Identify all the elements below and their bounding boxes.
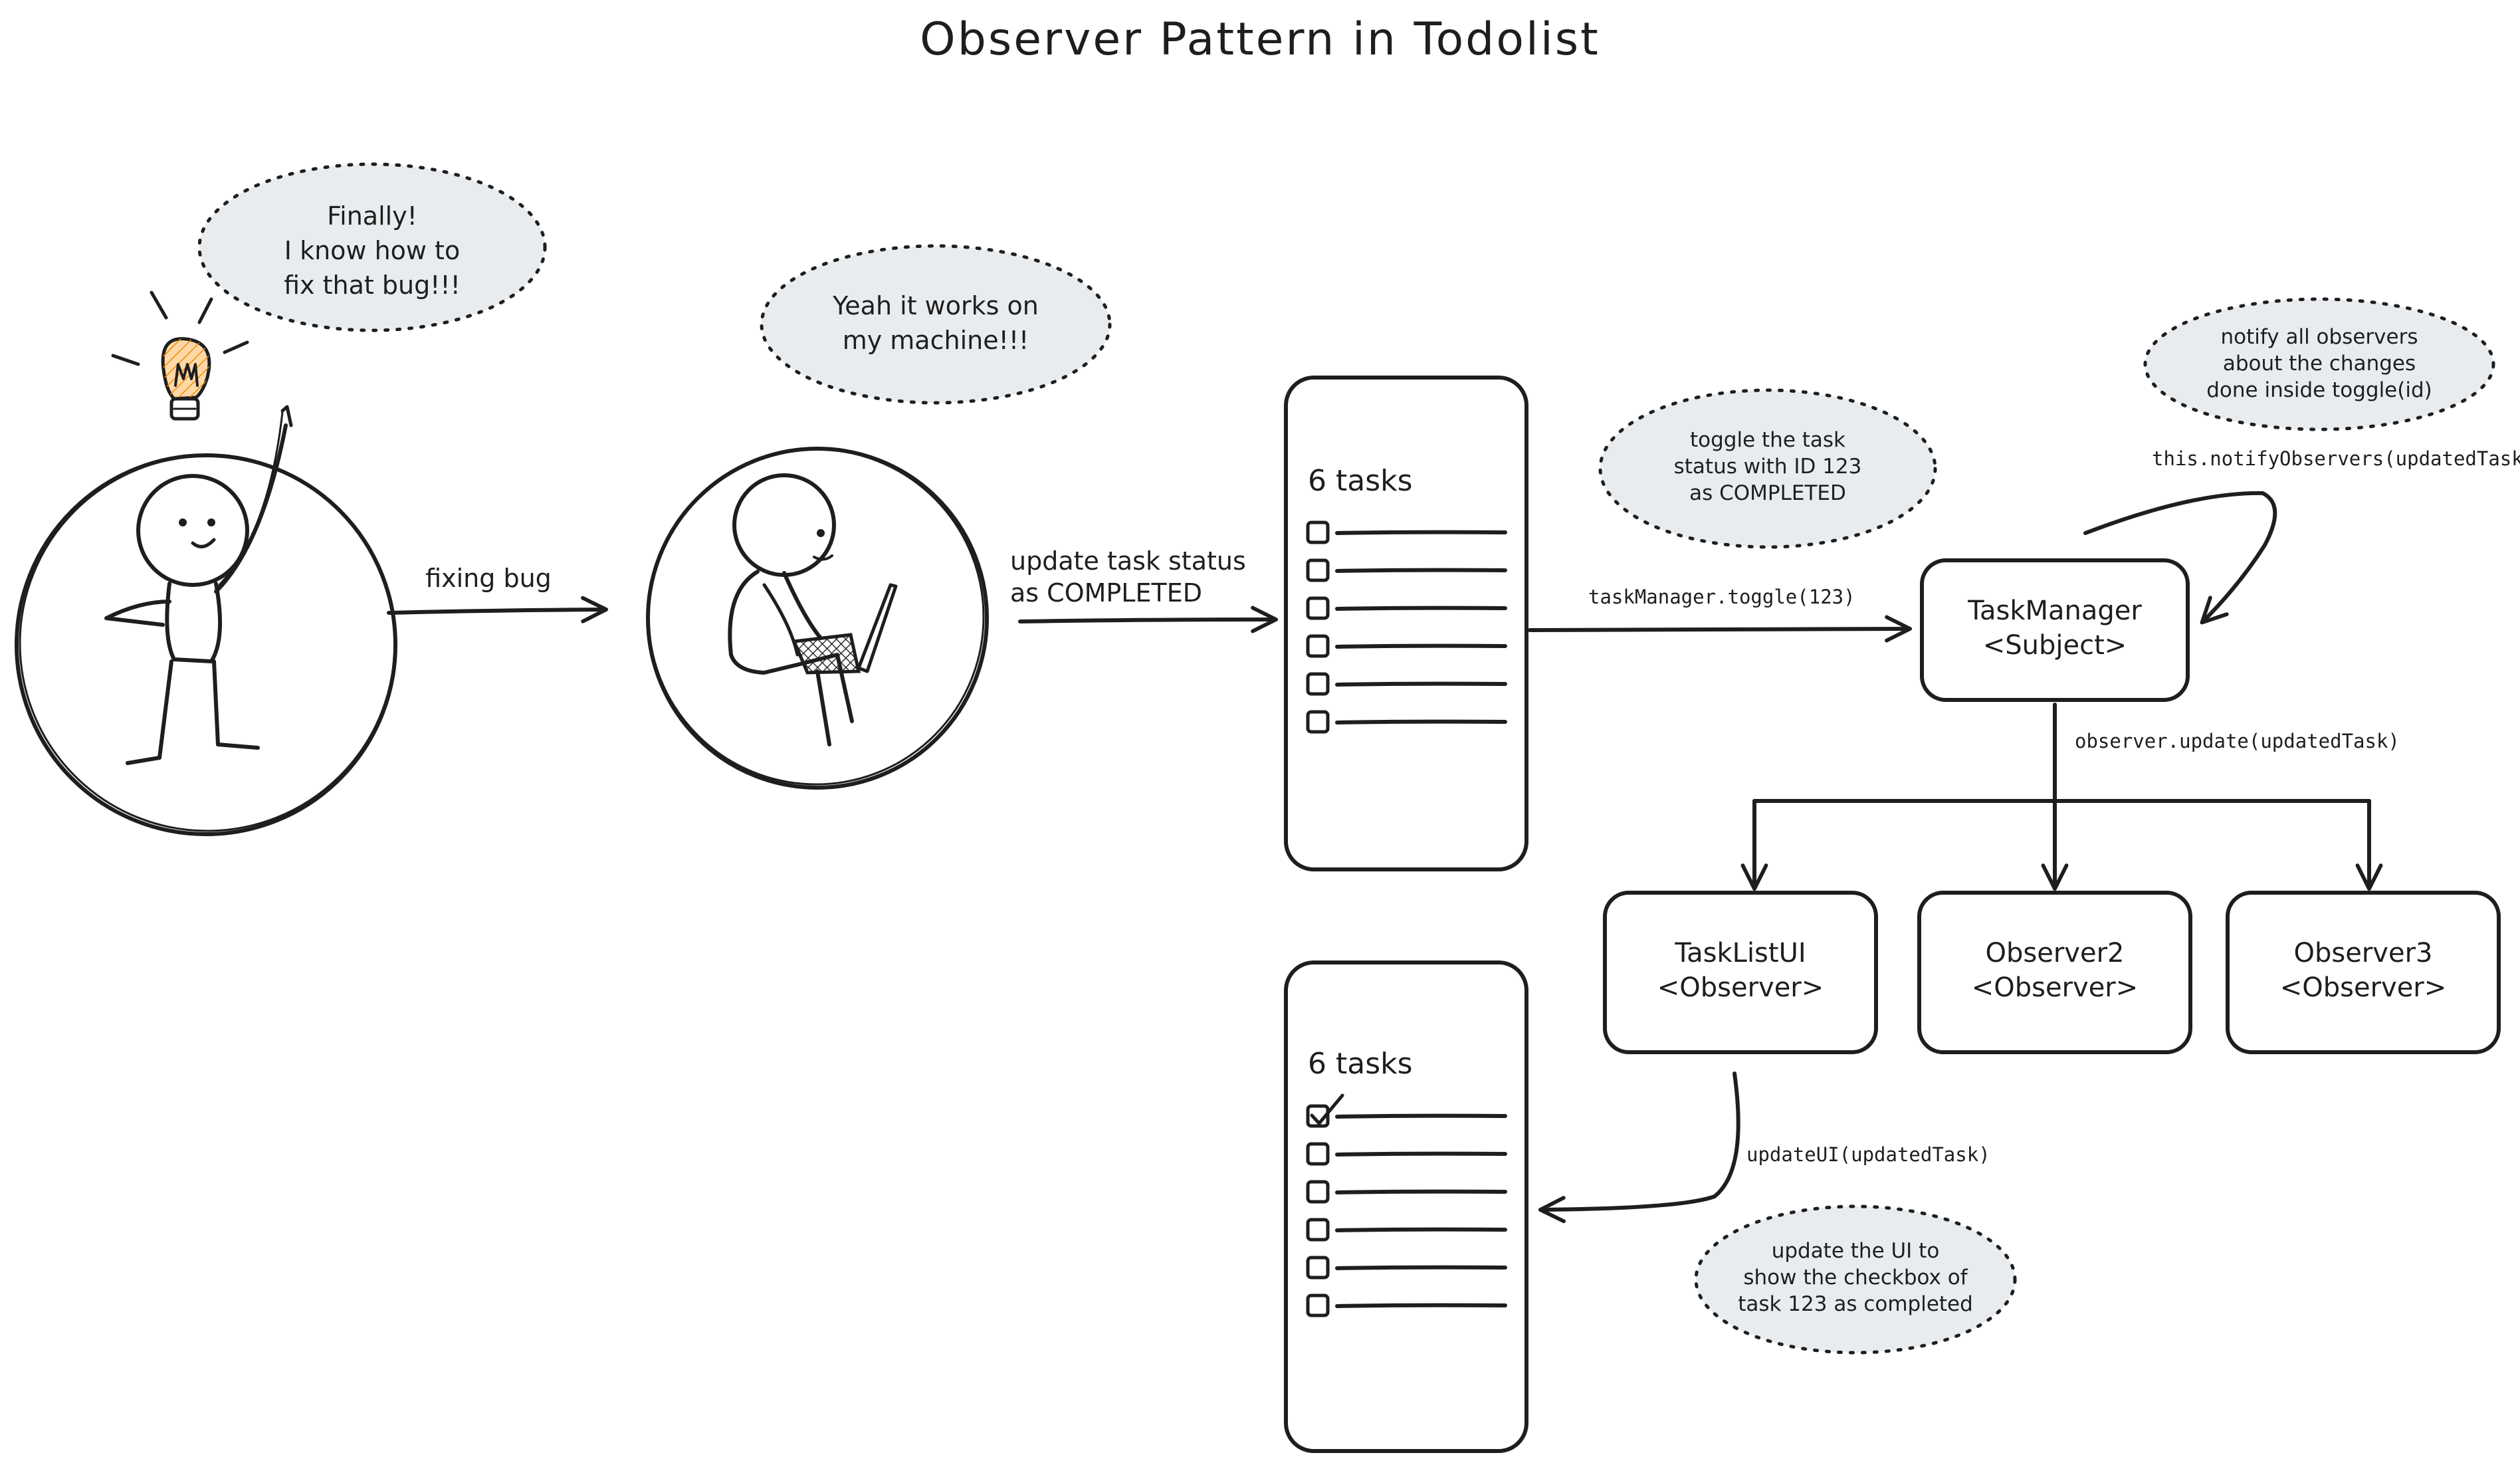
checkbox-icon bbox=[1306, 710, 1330, 734]
laptop-icon bbox=[791, 583, 898, 675]
label-update-ui-call: updateUI(updatedTask) bbox=[1746, 1143, 1990, 1166]
bubble-notify-line-1: notify all observers bbox=[2221, 325, 2418, 349]
task-row bbox=[1306, 1256, 1507, 1280]
task-row bbox=[1306, 1142, 1507, 1166]
bubble-finally-line-2: I know how to bbox=[284, 236, 460, 265]
task-line bbox=[1335, 643, 1507, 649]
bubble-toggle-line-1: toggle the task bbox=[1690, 428, 1845, 452]
bubble-finally-line-1: Finally! bbox=[327, 201, 417, 231]
task-line bbox=[1335, 1151, 1507, 1157]
checkbox-icon bbox=[1306, 1142, 1330, 1166]
checkbox-icon bbox=[1306, 558, 1330, 582]
bubble-toggle-line-2: status with ID 123 bbox=[1674, 455, 1862, 479]
task-card-title: 6 tasks bbox=[1308, 1047, 1413, 1081]
label-notify-call: this.notifyObservers(updatedTask) bbox=[2152, 447, 2520, 470]
observer2-role: <Observer> bbox=[1972, 972, 2139, 1003]
bubble-finally-line-3: fix that bug!!! bbox=[284, 271, 461, 300]
arrow-notify-observers: this.notifyObservers(updatedTask) bbox=[2083, 447, 2520, 625]
arrow-toggle-call: taskManager.toggle(123) bbox=[1528, 586, 1913, 643]
bubble-works-line-2: my machine!!! bbox=[843, 326, 1029, 355]
task-list-ui-title: TaskListUI bbox=[1674, 938, 1806, 968]
task-line bbox=[1335, 681, 1507, 687]
label-toggle-call: taskManager.toggle(123) bbox=[1588, 586, 1855, 608]
arrow-update-task-status: update task status as COMPLETED bbox=[1010, 546, 1279, 633]
developer-with-lightbulb-icon bbox=[15, 405, 397, 836]
thought-bubble-works: Yeah it works on my machine!!! bbox=[760, 244, 1112, 405]
bubble-works-line-1: Yeah it works on bbox=[832, 291, 1039, 320]
task-row bbox=[1306, 558, 1507, 582]
thought-bubble-toggle: toggle the task status with ID 123 as CO… bbox=[1598, 388, 1937, 549]
task-row bbox=[1306, 672, 1507, 696]
task-manager-title: TaskManager bbox=[1967, 596, 2142, 626]
task-list-ui-node: TaskListUI <Observer> bbox=[1603, 891, 1878, 1054]
checkbox-icon bbox=[1306, 596, 1330, 620]
observer3-node: Observer3 <Observer> bbox=[2226, 891, 2501, 1054]
task-manager-role: <Subject> bbox=[1983, 630, 2127, 661]
task-row bbox=[1306, 1293, 1507, 1317]
label-fixing-bug: fixing bug bbox=[425, 564, 552, 593]
task-list-ui-role: <Observer> bbox=[1657, 972, 1824, 1003]
bubble-update-ui-line-3: task 123 as completed bbox=[1738, 1292, 1973, 1316]
task-row bbox=[1306, 710, 1507, 734]
checkbox-icon bbox=[1306, 1293, 1330, 1317]
task-line bbox=[1335, 719, 1507, 725]
diagram-title: Observer Pattern in Todolist bbox=[920, 13, 1600, 66]
task-list bbox=[1306, 1093, 1507, 1317]
task-row bbox=[1306, 520, 1507, 544]
bubble-notify-line-3: done inside toggle(id) bbox=[2206, 378, 2432, 402]
thought-bubble-finally: Finally! I know how to fix that bug!!! bbox=[197, 162, 547, 332]
task-line bbox=[1335, 530, 1507, 535]
checkmark-icon bbox=[1310, 1093, 1344, 1125]
task-manager-node: TaskManager <Subject> bbox=[1920, 558, 2190, 702]
observer2-title: Observer2 bbox=[1986, 938, 2125, 968]
observer2-node: Observer2 <Observer> bbox=[1917, 891, 2192, 1054]
checkbox-icon bbox=[1306, 672, 1330, 696]
task-line bbox=[1335, 606, 1507, 611]
bubble-notify-line-2: about the changes bbox=[2223, 352, 2416, 376]
arrow-update-ui: updateUI(updatedTask) bbox=[1538, 1071, 1990, 1224]
task-line bbox=[1335, 1303, 1507, 1308]
bubble-update-ui-line-2: show the checkbox of bbox=[1743, 1266, 1968, 1290]
bubble-update-ui-line-1: update the UI to bbox=[1772, 1239, 1940, 1263]
task-line bbox=[1335, 1113, 1507, 1119]
lightbulb-icon bbox=[111, 290, 249, 421]
checkbox-icon bbox=[1306, 520, 1330, 544]
task-row bbox=[1306, 596, 1507, 620]
label-update-status-line-2: as COMPLETED bbox=[1010, 578, 1202, 608]
checkbox-icon bbox=[1306, 1180, 1330, 1204]
developer-with-laptop-icon bbox=[646, 447, 989, 790]
observer3-title: Observer3 bbox=[2294, 938, 2433, 968]
task-line bbox=[1335, 568, 1507, 573]
task-card-before: 6 tasks bbox=[1284, 376, 1528, 871]
checkbox-icon bbox=[1306, 1256, 1330, 1280]
bubble-toggle-line-3: as COMPLETED bbox=[1689, 481, 1846, 505]
label-update-status-line-1: update task status bbox=[1010, 546, 1246, 576]
checkbox-icon bbox=[1306, 634, 1330, 658]
label-update-call: observer.update(updatedTask) bbox=[2075, 730, 2400, 752]
task-row bbox=[1306, 1218, 1507, 1242]
arrow-fixing-bug: fixing bug bbox=[387, 564, 609, 623]
observer3-role: <Observer> bbox=[2280, 972, 2447, 1003]
task-row bbox=[1306, 1180, 1507, 1204]
thought-bubble-notify: notify all observers about the changes d… bbox=[2143, 297, 2495, 431]
task-row bbox=[1306, 1093, 1507, 1128]
task-card-after: 6 tasks bbox=[1284, 960, 1528, 1453]
task-list bbox=[1306, 520, 1507, 734]
checkbox-icon bbox=[1306, 1218, 1330, 1242]
task-row bbox=[1306, 634, 1507, 658]
task-card-title: 6 tasks bbox=[1308, 464, 1413, 498]
arrow-observer-update: observer.update(updatedTask) bbox=[1740, 703, 2400, 891]
checkbox-icon bbox=[1306, 1104, 1330, 1128]
thought-bubble-update-ui: update the UI to show the checkbox of ta… bbox=[1694, 1204, 2017, 1355]
